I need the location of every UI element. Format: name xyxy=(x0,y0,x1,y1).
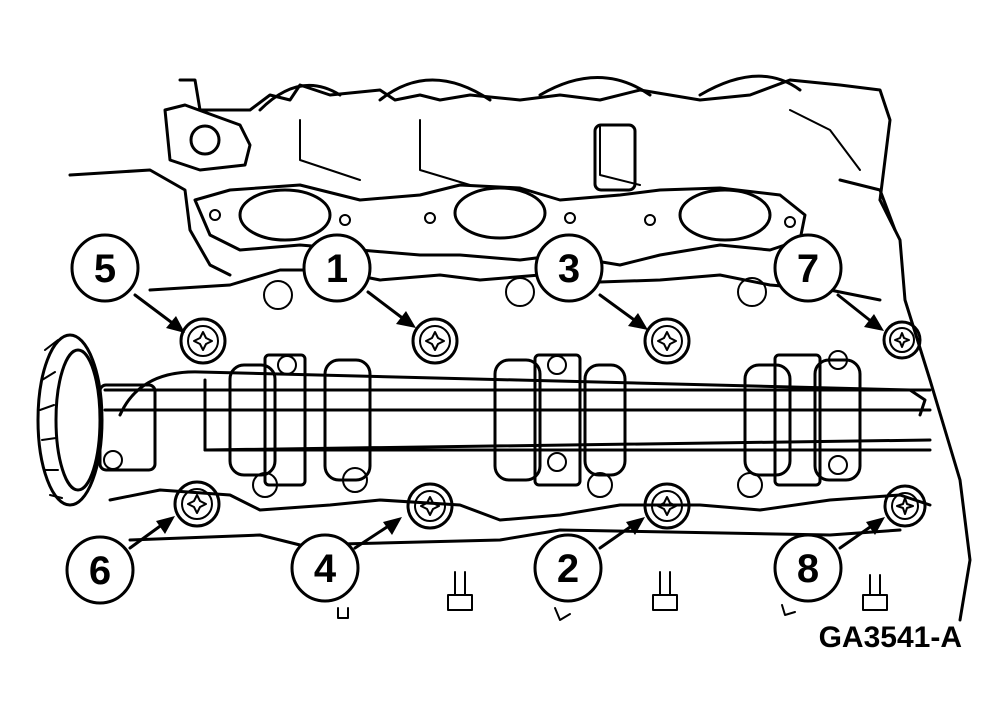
leader-arrow-icon xyxy=(353,517,402,550)
callout-5: 5 xyxy=(70,233,140,303)
torx-bolt-icon xyxy=(406,482,454,530)
callout-6: 6 xyxy=(65,535,135,605)
callout-5-label: 5 xyxy=(94,247,116,291)
engine-outline xyxy=(36,74,972,622)
torx-bolt-icon xyxy=(411,317,459,365)
callout-8: 8 xyxy=(773,533,843,603)
leader-arrow-icon xyxy=(598,517,645,550)
leader-arrow-icon xyxy=(598,293,648,330)
torx-bolt-icon xyxy=(179,317,227,365)
torx-bolt-icon xyxy=(882,320,922,360)
callout-4: 4 xyxy=(290,533,360,603)
callout-6-label: 6 xyxy=(89,549,111,593)
callout-2: 2 xyxy=(533,533,603,603)
torx-bolt-icon xyxy=(173,480,221,528)
leader-arrow-icon xyxy=(366,290,416,328)
torx-bolt-icon xyxy=(643,317,691,365)
leader-arrow-icon xyxy=(133,293,185,333)
leader-arrow-icon xyxy=(838,517,885,550)
callouts: 5 1 3 7 6 4 2 8 xyxy=(65,233,843,605)
callout-1: 1 xyxy=(302,233,372,303)
callout-4-label: 4 xyxy=(314,547,337,591)
callout-7-label: 7 xyxy=(797,247,819,291)
callout-2-label: 2 xyxy=(557,547,579,591)
torx-bolt-icon xyxy=(883,484,927,528)
figure-id-label: GA3541-A xyxy=(819,621,962,654)
leader-arrows xyxy=(128,290,885,550)
head-bolts xyxy=(173,317,927,530)
callout-3: 3 xyxy=(534,233,604,303)
leader-arrow-icon xyxy=(128,516,175,550)
leader-arrow-icon xyxy=(836,293,884,331)
callout-3-label: 3 xyxy=(558,247,580,291)
callout-1-label: 1 xyxy=(326,247,348,291)
torx-bolt-icon xyxy=(643,482,691,530)
callout-8-label: 8 xyxy=(797,547,819,591)
callout-7: 7 xyxy=(773,233,843,303)
